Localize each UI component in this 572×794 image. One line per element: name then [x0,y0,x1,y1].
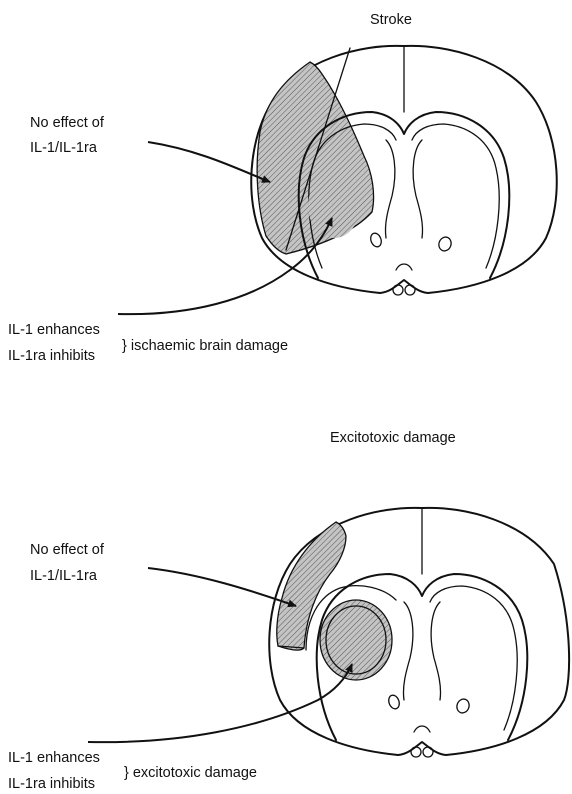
excitotoxic-base-circle-right [423,747,433,757]
excitotoxic-corpus-callosum [403,602,440,700]
excitotoxic-panel-title: Excitotoxic damage [330,430,456,446]
stroke-no-effect-label-line2: IL-1/IL-1ra [30,140,98,156]
excitotoxic-no-effect-label-line2: IL-1/IL-1ra [30,568,98,584]
excitotoxic-effect-label-line1: IL-1 enhances [8,750,100,766]
excitotoxic-third-ventricle [414,726,430,732]
stroke-striatal-core [308,174,360,238]
excitotoxic-effect-label-line2: IL-1ra inhibits [8,776,95,792]
stroke-panel: Stroke No effect of I [8,12,557,364]
excitotoxic-small-nucleus-right [455,697,471,714]
stroke-effect-label-line2: IL-1ra inhibits [8,348,95,364]
excitotoxic-effect-outcome: } excitotoxic damage [124,765,257,781]
stroke-base-circle-right [405,285,415,295]
stroke-third-ventricle [396,264,412,270]
excitotoxic-base-circle-left [411,747,421,757]
stroke-small-nucleus-left [369,232,383,249]
stroke-brain-section [251,46,557,295]
stroke-corpus-callosum [385,140,422,238]
stroke-small-nucleus-right [437,235,453,252]
excitotoxic-panel: Excitotoxic damage No effect of IL-1/IL-… [8,430,569,792]
stroke-right-striatum [412,124,499,268]
stroke-panel-title: Stroke [370,12,412,28]
stroke-base-circle-left [393,285,403,295]
stroke-effect-outcome: } ischaemic brain damage [122,338,288,354]
excitotoxic-right-striatum [430,586,517,730]
excitotoxic-no-effect-label-line1: No effect of [30,542,105,558]
stroke-no-effect-label-line1: No effect of [30,115,105,131]
stroke-effect-label-line1: IL-1 enhances [8,322,100,338]
excitotoxic-striatal-lesion [320,600,392,680]
excitotoxic-brain-section [269,508,569,757]
excitotoxic-small-nucleus-left [387,694,401,711]
